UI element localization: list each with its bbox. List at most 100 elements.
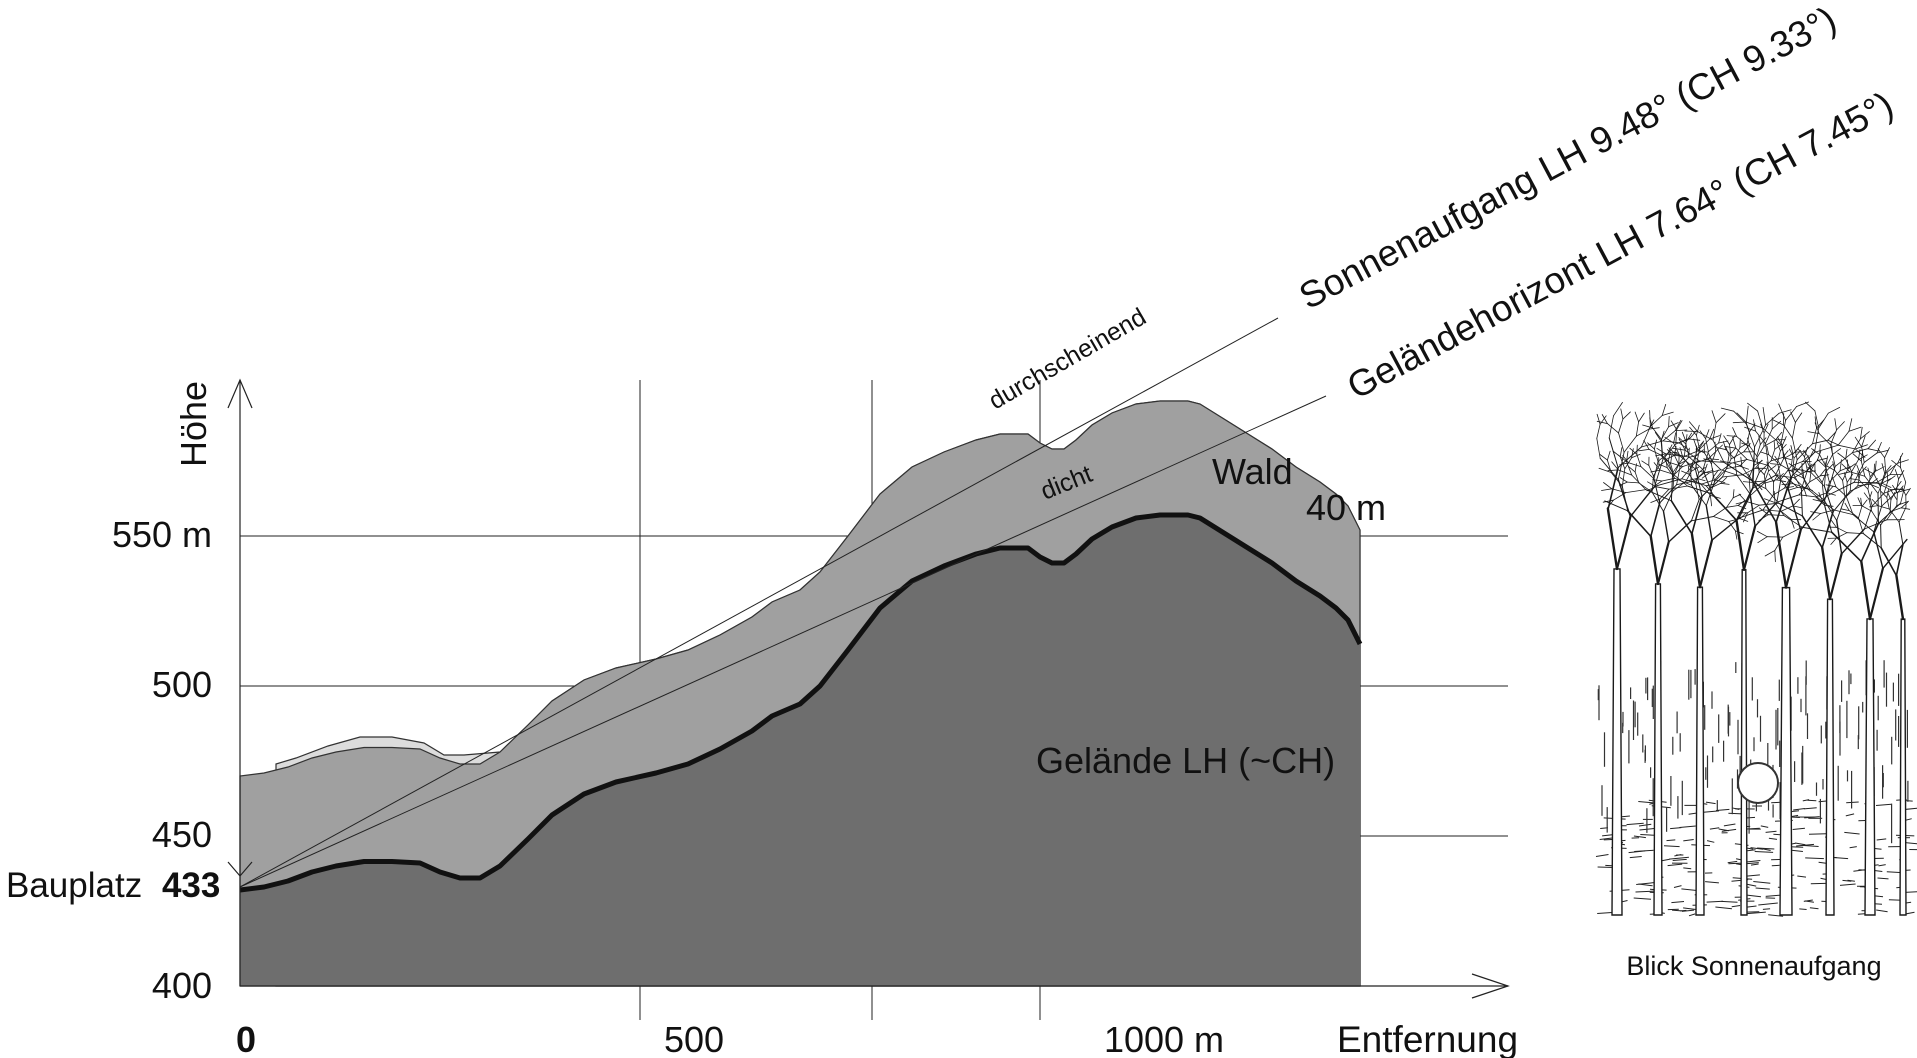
sketch-hatch-stroke xyxy=(1791,810,1800,812)
sketch-branch xyxy=(1701,476,1723,497)
sketch-branch xyxy=(1780,465,1792,480)
sketch-hatch-stroke xyxy=(1669,856,1689,860)
sketch-branch xyxy=(1868,499,1873,512)
sketch-caption: Blick Sonnenaufgang xyxy=(1626,951,1881,981)
sketch-branch xyxy=(1876,449,1889,454)
sketch-branch xyxy=(1821,511,1834,549)
sketch-hatch-stroke xyxy=(1746,894,1762,898)
sketch-branch xyxy=(1867,467,1871,478)
sketch-branch xyxy=(1788,486,1798,491)
sketch-hatch-stroke xyxy=(1805,857,1824,860)
sketch-branch xyxy=(1659,469,1674,475)
sketch-hatch-stroke xyxy=(1757,847,1775,850)
sketch-branch xyxy=(1708,442,1719,453)
sketch-branch xyxy=(1690,466,1692,486)
sketch-branch xyxy=(1667,451,1671,463)
sketch-branch xyxy=(1691,495,1703,535)
sketch-branch xyxy=(1885,462,1899,474)
sketch-branch xyxy=(1847,463,1856,470)
sketch-branch xyxy=(1807,466,1816,473)
sketch-branch xyxy=(1873,463,1875,475)
sketch-branch xyxy=(1770,448,1776,462)
sketch-branch xyxy=(1780,510,1792,520)
sketch-branch xyxy=(1887,491,1892,501)
sketch-branch xyxy=(1679,455,1696,470)
sketch-branch xyxy=(1666,449,1675,456)
sketch-branch xyxy=(1648,427,1660,430)
sketch-branch xyxy=(1766,445,1769,456)
sketch-branch xyxy=(1896,492,1898,506)
x-axis xyxy=(240,973,1510,999)
sketch-branch xyxy=(1622,411,1631,420)
sketch-branch xyxy=(1736,412,1747,423)
sketch-branch xyxy=(1670,463,1675,476)
sketch-branch xyxy=(1702,451,1709,471)
sketch-branch xyxy=(1834,470,1843,481)
sketch-branch xyxy=(1884,465,1892,474)
sketch-hatch-stroke xyxy=(1758,902,1778,906)
terrain-profile-line xyxy=(239,512,1363,893)
sketch-branch xyxy=(1776,478,1782,503)
sketch-branch xyxy=(1780,419,1786,445)
sketch-branch xyxy=(1833,509,1854,515)
sketch-branch xyxy=(1768,464,1777,472)
sketch-branch xyxy=(1668,415,1670,428)
sketch-branch xyxy=(1801,515,1823,549)
sketch-branch xyxy=(1886,496,1890,510)
sketch-branch xyxy=(1837,444,1856,450)
sketch-branch xyxy=(1672,455,1685,474)
sketch-branch xyxy=(1756,455,1760,474)
sketch-branch xyxy=(1714,479,1726,484)
x-tick-label: 0 xyxy=(236,1019,256,1058)
sketch-branch xyxy=(1652,479,1663,482)
sketch-hatch-stroke xyxy=(1795,842,1806,846)
sketch-branch xyxy=(1642,424,1653,429)
sketch-branch xyxy=(1774,521,1788,589)
sketch-branch xyxy=(1774,458,1784,476)
sketch-branch xyxy=(1816,419,1825,429)
sketch-branch xyxy=(1898,469,1905,480)
sketch-branch xyxy=(1819,444,1821,456)
sketch-branch xyxy=(1631,448,1634,459)
sketch-branch xyxy=(1846,532,1864,534)
sketch-hatch-stroke xyxy=(1762,908,1771,910)
sketch-branch xyxy=(1650,498,1661,503)
sketch-branch xyxy=(1868,567,1885,621)
sketch-branch xyxy=(1668,447,1677,456)
sketch-branch xyxy=(1873,531,1884,570)
sketch-branch xyxy=(1647,442,1655,450)
sketch-branch xyxy=(1703,463,1708,474)
sketch-branch xyxy=(1740,456,1743,467)
sketch-branch xyxy=(1747,402,1758,412)
sketch-hatch-stroke xyxy=(1791,814,1799,817)
sketch-branch xyxy=(1695,449,1704,456)
sketch-hatch-stroke xyxy=(1635,890,1655,893)
sketch-branch xyxy=(1792,447,1800,455)
sketch-branch xyxy=(1852,438,1861,454)
sketch-branch xyxy=(1826,481,1855,497)
sketch-branch xyxy=(1749,493,1756,527)
sketch-branch xyxy=(1599,454,1608,461)
sketch-branch xyxy=(1814,422,1820,435)
sketch-hatch-stroke xyxy=(1807,799,1817,802)
terrain-horizon-sight-line xyxy=(239,395,1327,888)
sketch-branch xyxy=(1800,488,1803,517)
sketch-hatch-stroke xyxy=(1626,822,1644,826)
sketch-branch xyxy=(1687,465,1690,475)
sketch-branch xyxy=(1757,531,1768,538)
sunrise-view-sketch xyxy=(1594,400,1917,918)
sketch-branch xyxy=(1837,430,1850,446)
sketch-branch xyxy=(1857,470,1860,481)
sketch-branch xyxy=(1743,512,1748,523)
sketch-branch xyxy=(1888,508,1900,523)
sketch-branch xyxy=(1635,428,1650,437)
sketch-branch xyxy=(1860,522,1880,563)
sketch-branch xyxy=(1653,462,1661,471)
sketch-hatch-stroke xyxy=(1638,823,1652,827)
terrain-label: Gelände LH (~CH) xyxy=(1036,740,1335,781)
sketch-branch xyxy=(1711,460,1722,471)
sketch-trunk xyxy=(1740,569,1748,916)
sketch-hatch-stroke xyxy=(1705,801,1716,805)
sketch-branch xyxy=(1643,439,1650,450)
sketch-branch xyxy=(1682,460,1700,468)
